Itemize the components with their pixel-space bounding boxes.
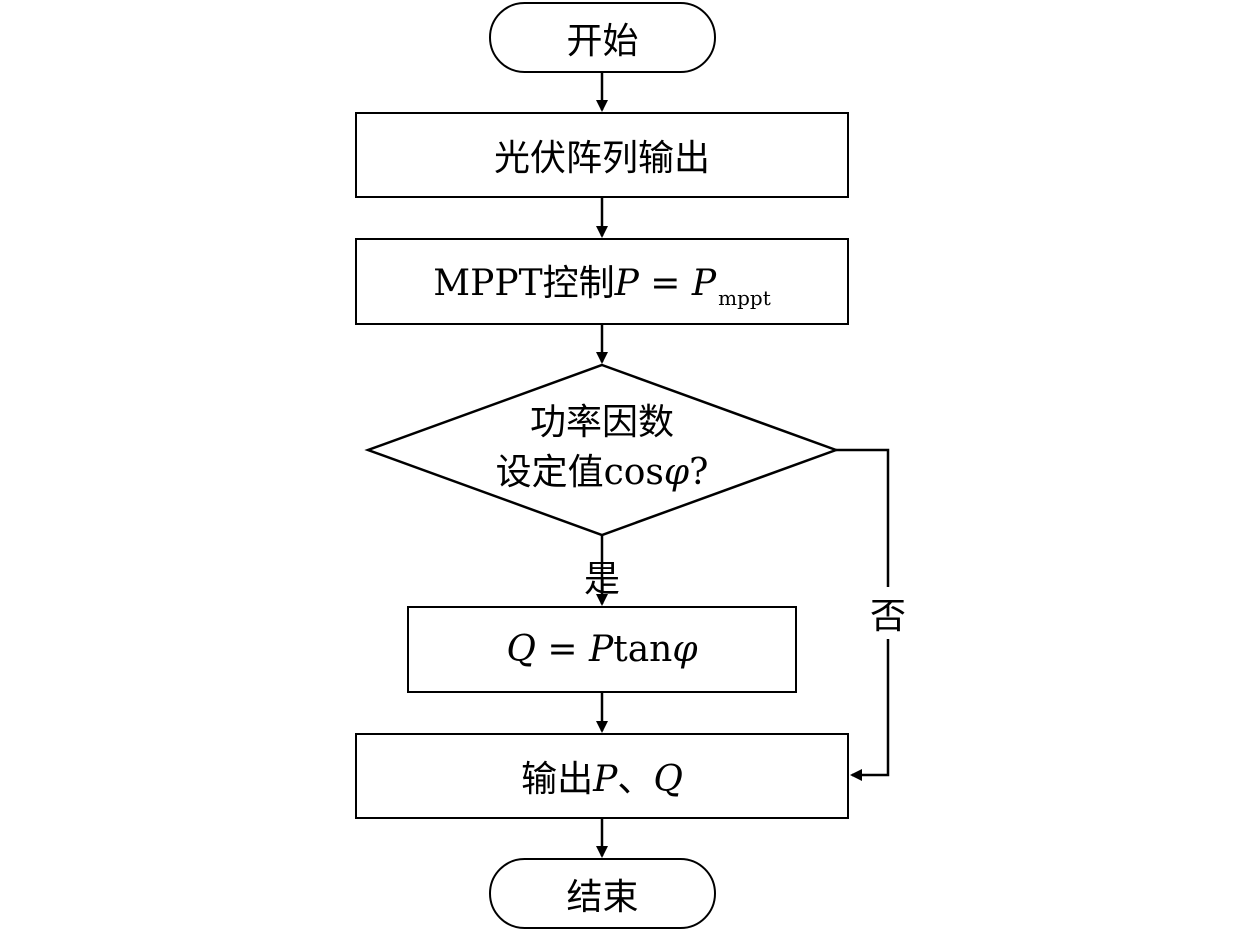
- decision-phi: φ: [663, 452, 690, 493]
- q-calc-p: P: [589, 629, 614, 670]
- q-calc-box: Q = Ptanφ: [407, 606, 797, 693]
- decision-line1: 功率因数: [529, 402, 674, 443]
- output-prefix: 输出: [521, 759, 594, 800]
- start-label: 开始: [566, 20, 639, 62]
- q-calc-phi: φ: [672, 629, 698, 670]
- output-box: 输出P、Q: [355, 733, 849, 819]
- q-calc-eq: =: [535, 629, 589, 670]
- no-label: 否: [864, 587, 912, 639]
- q-calc-q: Q: [506, 629, 536, 670]
- q-calc-tan: tan: [613, 629, 673, 670]
- output-sep: 、: [617, 759, 654, 800]
- end-terminal: 结束: [489, 858, 716, 929]
- pv-output-label: 光伏阵列输出: [493, 138, 710, 179]
- mppt-subscript: mppt: [718, 285, 771, 310]
- mppt-eq: =: [638, 262, 692, 304]
- decision-line2: 设定值cosφ?: [440, 448, 764, 498]
- decision-text: 功率因数 设定值cosφ?: [440, 398, 764, 498]
- pv-output-box: 光伏阵列输出: [355, 112, 849, 198]
- yes-label: 是: [583, 559, 620, 600]
- decision-line2-text: 设定值cos: [495, 452, 664, 493]
- decision-question: ?: [689, 452, 709, 493]
- output-q: Q: [653, 759, 683, 800]
- output-label: 输出P、Q: [521, 750, 683, 802]
- start-terminal: 开始: [489, 2, 716, 73]
- q-calc-label: Q = Ptanφ: [506, 629, 697, 670]
- end-label: 结束: [566, 876, 639, 918]
- mppt-prefix: MPPT控制: [433, 262, 615, 304]
- mppt-p2: P: [691, 262, 717, 304]
- output-p: P: [593, 759, 618, 800]
- mppt-p: P: [614, 262, 639, 304]
